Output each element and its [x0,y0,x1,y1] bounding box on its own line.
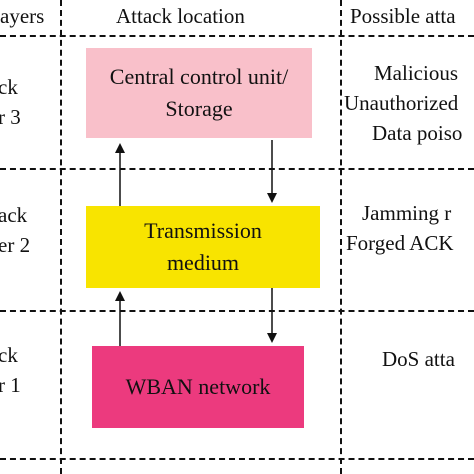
layer-3-attacks: Malicious Unauthorized Data poiso [344,61,463,145]
row-divider-1 [0,168,474,170]
header-possible-attacks: Possible atta [350,4,456,28]
central-control-unit-box: Central control unit/ Storage [86,48,312,138]
layer-2-attacks: Jamming r Forged ACK [346,201,454,255]
row-divider-2 [0,310,474,312]
layer-2-label: ack er 2 [0,203,31,257]
header-layers: ayers [0,4,45,28]
layer-1-label: ck r 1 [0,343,21,397]
transmission-medium-box: Transmission medium [86,206,320,288]
column-divider-1 [60,0,62,474]
wban-network-box: WBAN network [92,346,304,428]
layer-1-attacks: DoS atta [382,347,455,371]
layer-3-label: ck r 3 [0,75,21,129]
column-divider-2 [340,0,342,474]
bottom-divider [0,458,474,460]
header-divider [0,35,474,37]
header-attack-location: Attack location [116,4,245,28]
